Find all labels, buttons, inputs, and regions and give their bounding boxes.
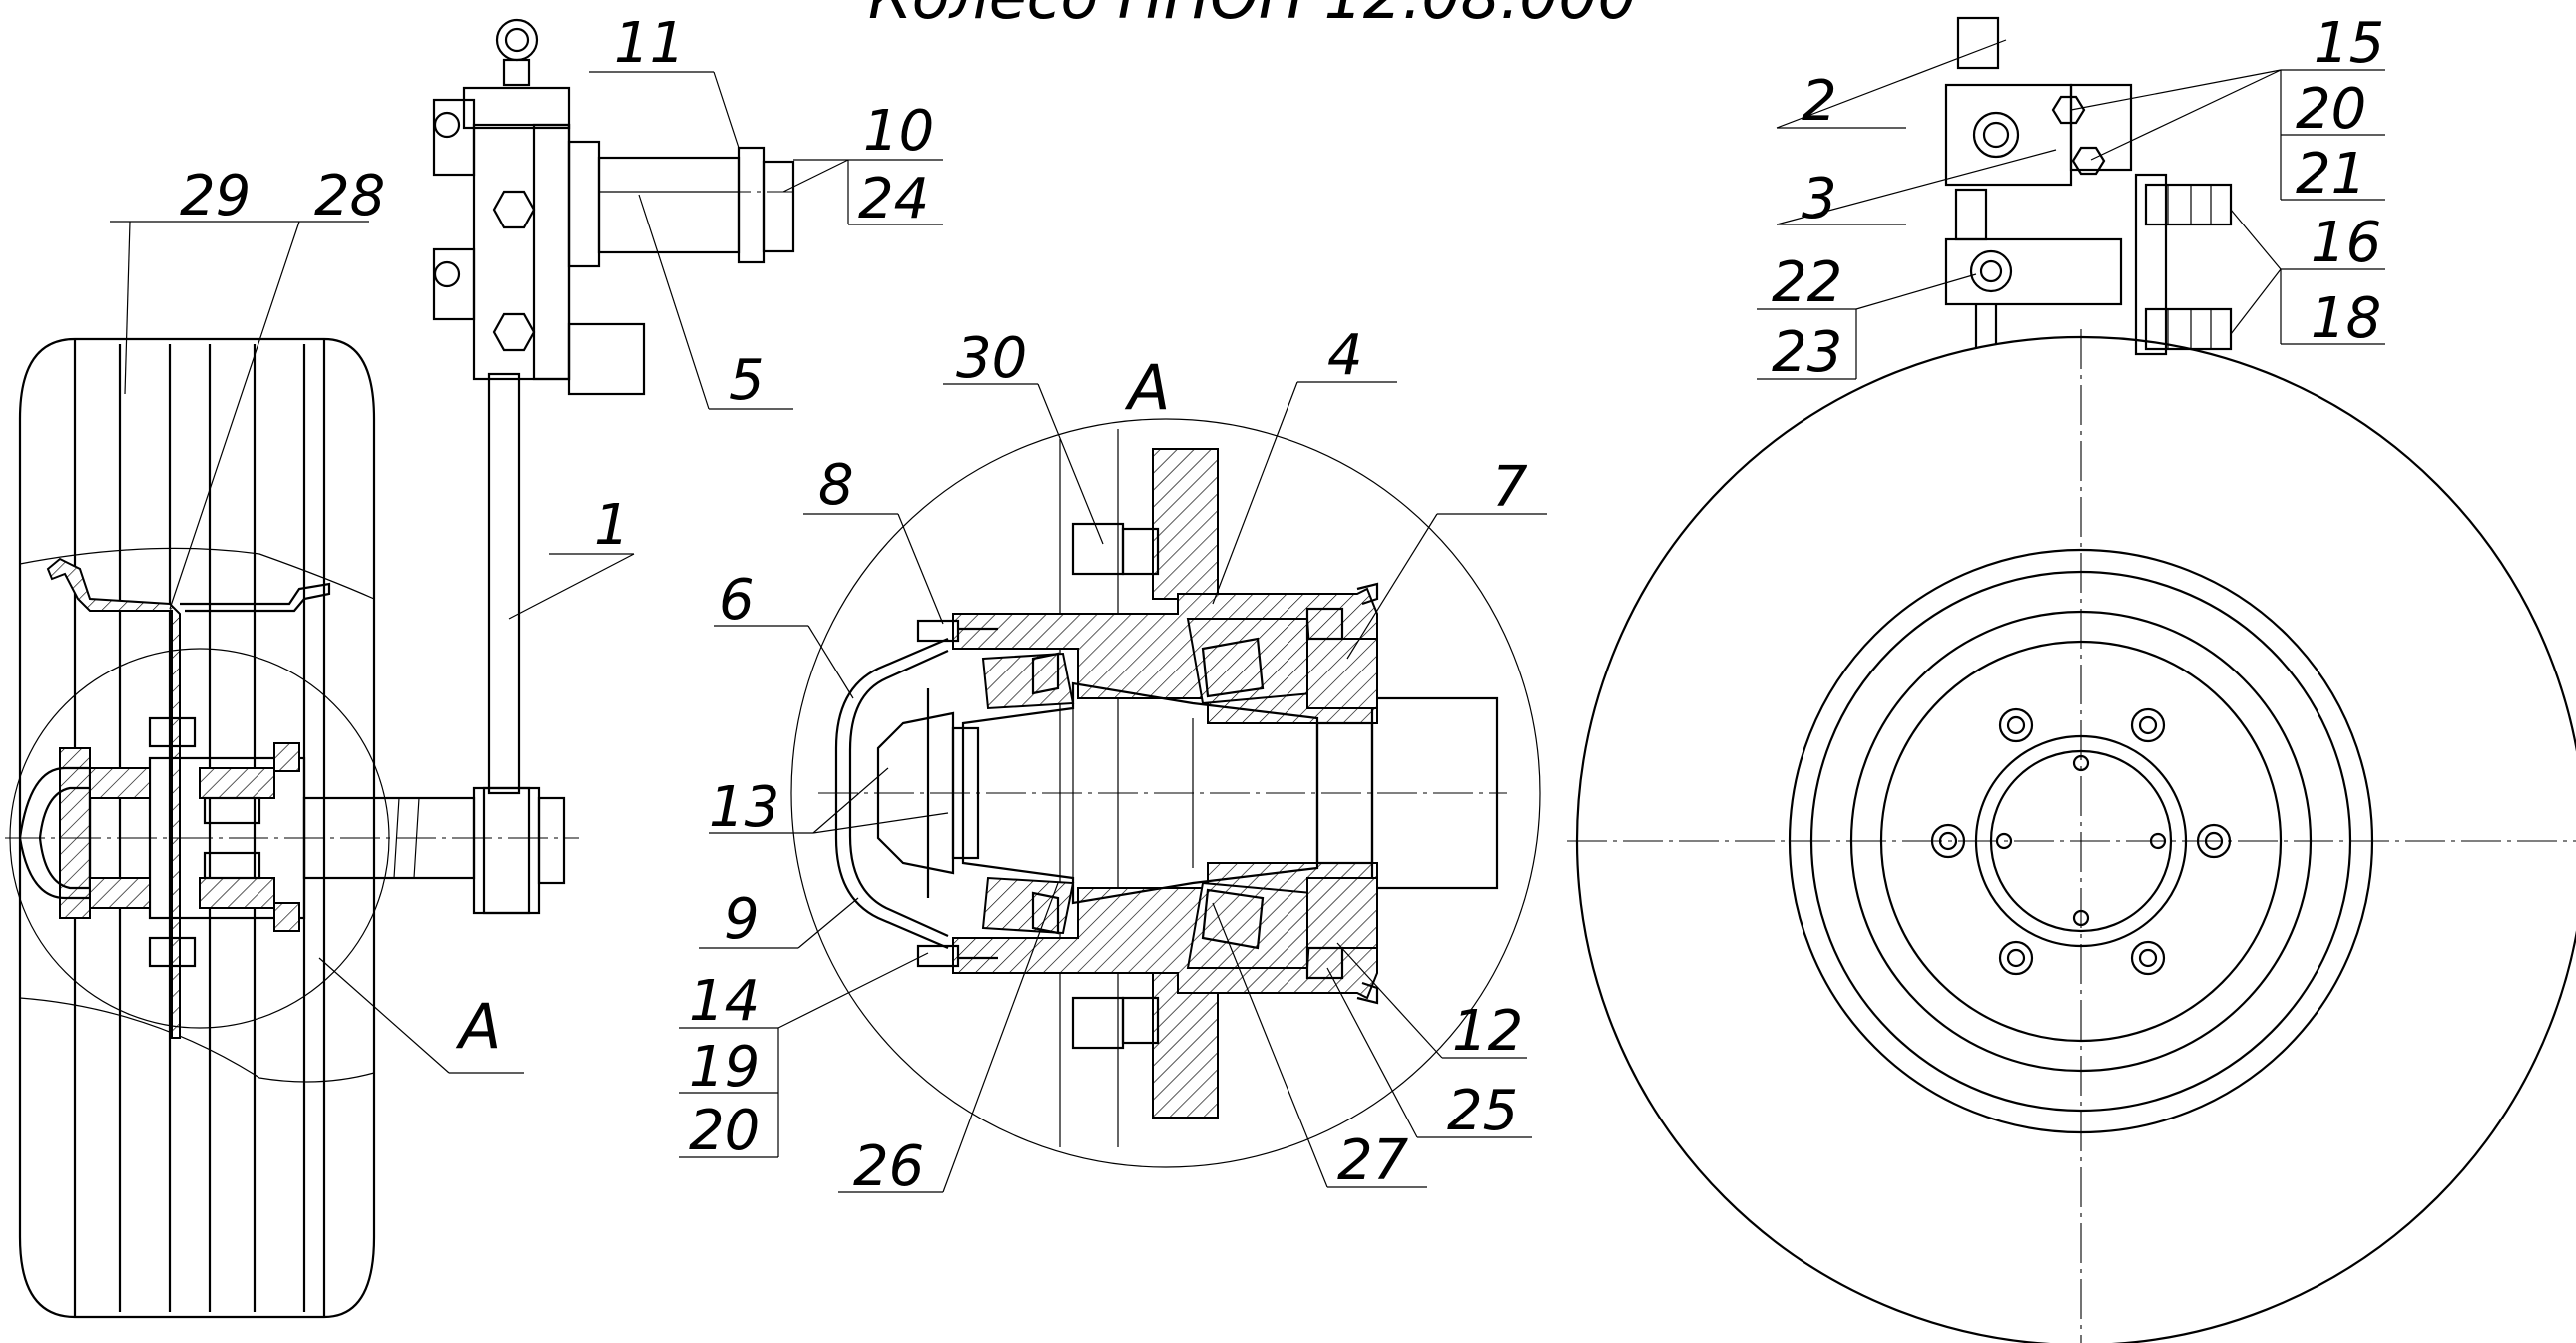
- detail-label-a-top: А: [1124, 351, 1170, 424]
- wheel-studs: [1930, 707, 2232, 976]
- callout-24: 24: [858, 167, 929, 231]
- callout-14: 14: [689, 969, 760, 1034]
- callout-20-top: 20: [2296, 77, 2366, 142]
- callout-2: 2: [1802, 69, 1837, 134]
- callout-labels: 29 28 11 10 24 5 1 2 3 15 20 21 16 18 22…: [180, 11, 2384, 1199]
- callout-29: 29: [180, 164, 251, 228]
- drawing-title: Колесо ПНОП 12.08.000: [868, 0, 1637, 33]
- callout-15: 15: [2314, 11, 2384, 76]
- callout-16: 16: [2311, 211, 2381, 275]
- callout-4: 4: [1327, 323, 1363, 388]
- callout-12: 12: [1452, 999, 1523, 1064]
- detail-a-section: [790, 418, 1541, 1168]
- callout-1: 1: [594, 493, 630, 558]
- callout-18: 18: [2311, 286, 2381, 351]
- callout-9: 9: [724, 887, 760, 952]
- callout-25: 25: [1447, 1079, 1518, 1143]
- callout-13: 13: [709, 775, 779, 840]
- callout-23: 23: [1772, 320, 1842, 385]
- callout-11: 11: [614, 11, 685, 76]
- callout-3: 3: [1802, 167, 1837, 231]
- callout-27: 27: [1337, 1128, 1409, 1193]
- callout-10: 10: [863, 99, 934, 164]
- wheel-side-view: [5, 337, 579, 1319]
- callout-6: 6: [719, 568, 755, 633]
- callout-8: 8: [818, 453, 854, 518]
- detail-label-a-left: А: [455, 990, 501, 1063]
- callout-30: 30: [956, 326, 1027, 391]
- callout-19: 19: [689, 1035, 760, 1100]
- callout-26: 26: [853, 1134, 924, 1199]
- callout-5: 5: [729, 348, 765, 413]
- leader-lines: [110, 39, 2385, 1193]
- support-bracket: [432, 18, 795, 396]
- wheel-front-view: [1567, 16, 2576, 1343]
- callout-22: 22: [1772, 250, 1842, 315]
- callout-7: 7: [1492, 455, 1528, 520]
- callout-20-bottom: 20: [689, 1099, 760, 1163]
- callout-28: 28: [314, 164, 385, 228]
- callout-21: 21: [2296, 142, 2366, 207]
